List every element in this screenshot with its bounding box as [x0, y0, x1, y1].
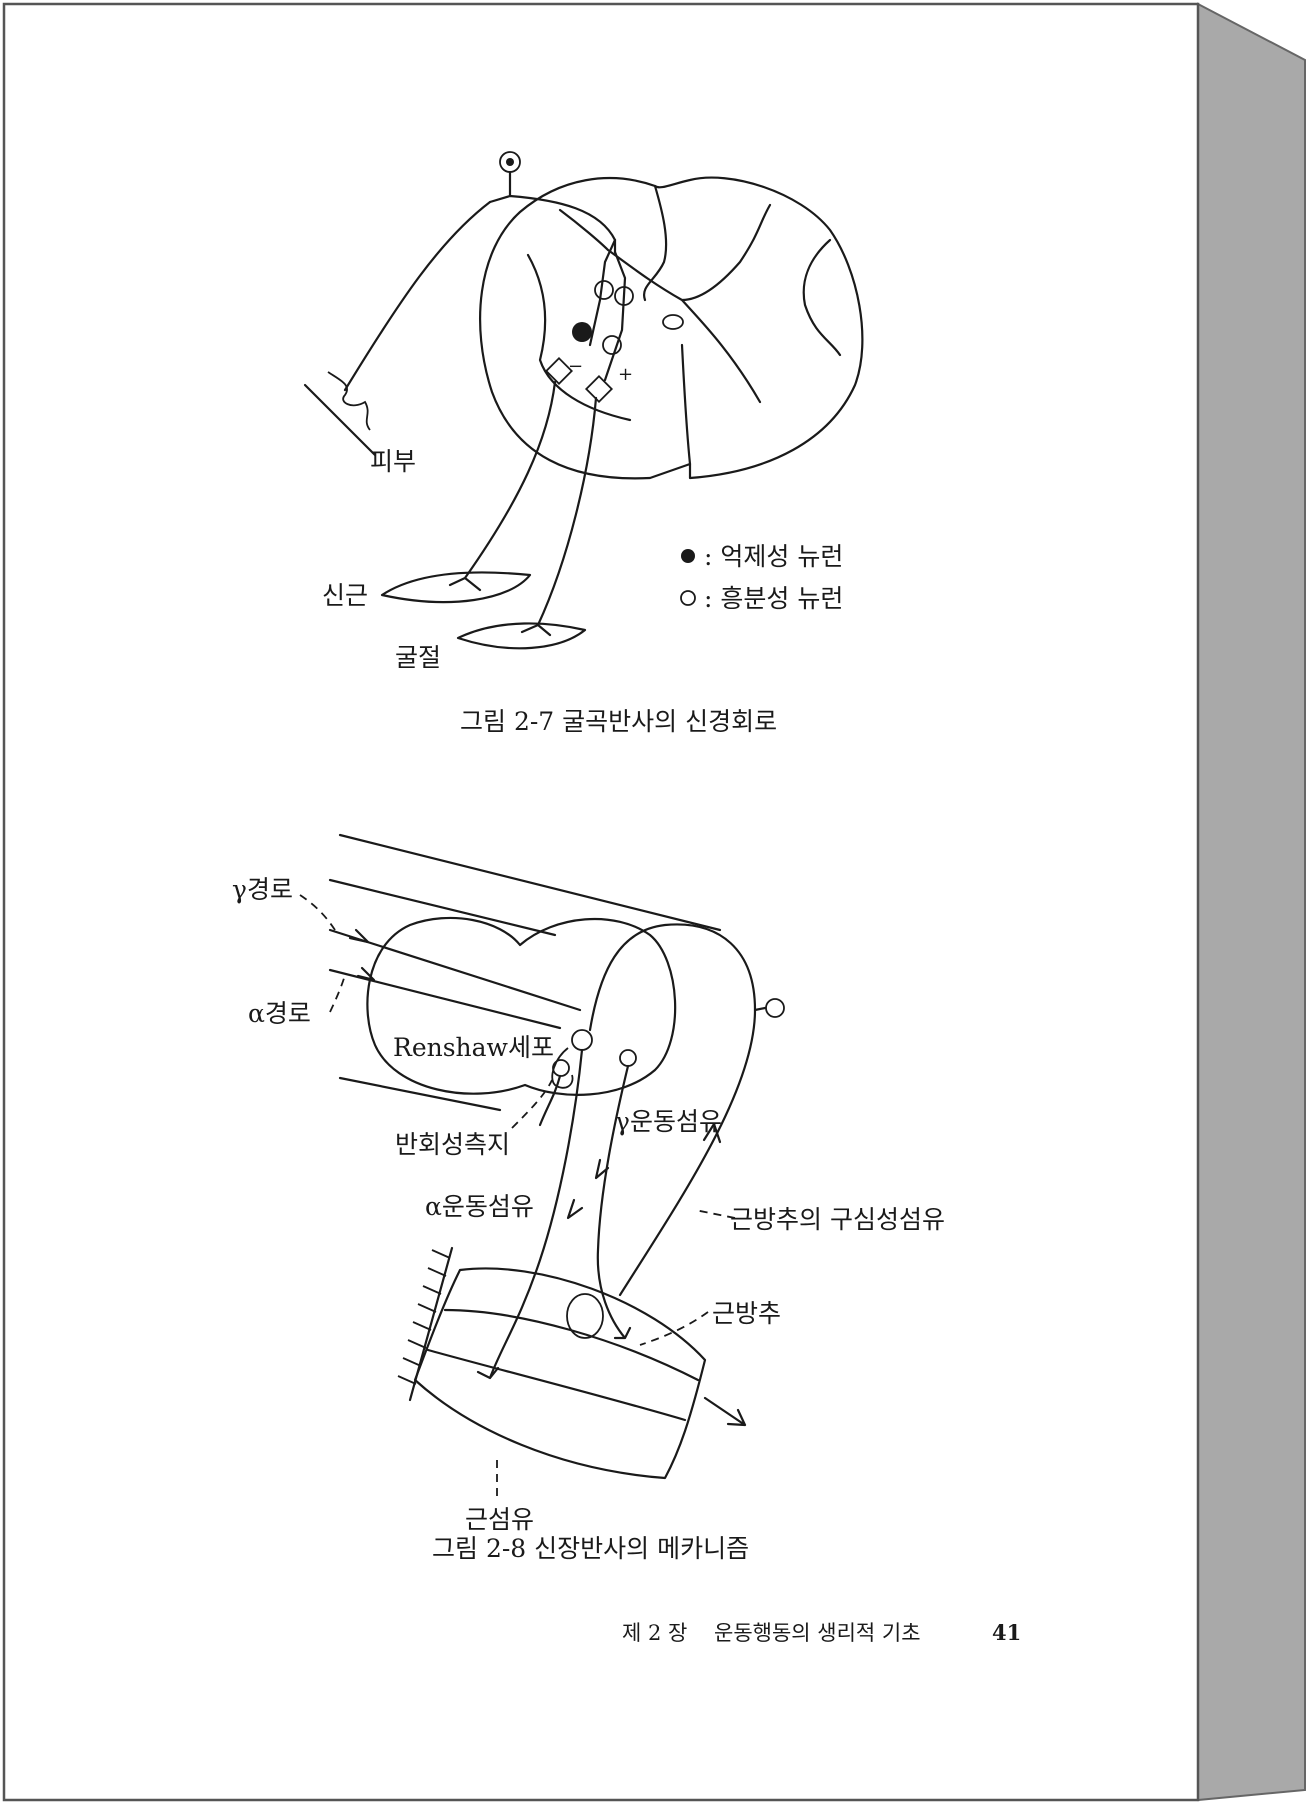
gamma-path-line [328, 928, 582, 1012]
receptor-dot [506, 158, 514, 166]
motor-neuron-extensor [544, 356, 574, 386]
label-gamma-path: γ경로 [232, 875, 293, 904]
recurrent-collateral-loop [551, 1047, 574, 1089]
gamma-motor-fiber [596, 1064, 632, 1340]
excitatory-neuron-2 [614, 286, 634, 306]
gamma-descend-arrow [594, 1158, 610, 1180]
alpha-arrow [356, 966, 376, 982]
alpha-motor-neuron [571, 1029, 593, 1051]
figure2-caption: 그림 2-8 신장반사의 메카니즘 [432, 1534, 749, 1563]
legend-inhibitory-symbol [681, 549, 695, 563]
sign-plus: + [618, 364, 633, 385]
efferent-flexor [520, 396, 598, 637]
afferent-fiber [488, 170, 617, 254]
interneuron-chain [588, 238, 627, 382]
label-recurrent: 반회성측지 [395, 1130, 510, 1159]
muscle-inner-line-1 [443, 1308, 700, 1382]
leader-spindle [639, 1311, 709, 1346]
label-flexor: 굴절 [395, 643, 441, 672]
label-alpha-fiber: α운동섬유 [425, 1192, 534, 1221]
leader-gamma-path [299, 894, 336, 931]
skin-afferent [343, 200, 492, 392]
spindle-afferent-loop [588, 923, 757, 1297]
efferent-extensor [448, 380, 557, 592]
label-alpha-path: α경로 [248, 999, 311, 1028]
label-renshaw: Renshaw세포 [393, 1033, 554, 1062]
leader-recurrent [511, 1079, 553, 1129]
muscle-spindle [566, 1293, 604, 1339]
legend-excitatory-text: : 흥분성 뉴런 [704, 584, 843, 613]
label-gamma-fiber: γ운동섬유 [615, 1107, 722, 1136]
label-skin: 피부 [370, 447, 416, 476]
leader-alpha-path [329, 974, 346, 1013]
skin-nerve-endings [327, 371, 371, 431]
figure-flexion-reflex: − + 피부 신근 굴절 : 억제성 뉴런 : 흥분성 뉴런 그림 2-7 굴곡… [303, 151, 864, 736]
posterior-fissure [642, 184, 668, 302]
dorsal-root-ganglion [765, 998, 785, 1018]
page-footer: 제 2 장 운동행동의 생리적 기초 41 [622, 1620, 1021, 1645]
extensor-muscle [380, 571, 532, 604]
inhibitory-neuron [572, 322, 592, 342]
stretch-arrow [703, 1396, 747, 1427]
skin-surface [303, 383, 377, 457]
muscle-body [413, 1267, 707, 1480]
central-canal [662, 314, 684, 330]
label-muscle-fiber: 근섬유 [465, 1505, 534, 1534]
alpha-descend-arrow [566, 1198, 584, 1220]
figure1-caption: 그림 2-7 굴곡반사의 신경회로 [460, 707, 777, 736]
wall-hatching [397, 1249, 451, 1385]
upper-line-2 [328, 878, 557, 937]
anterior-fissure [680, 343, 692, 466]
figure-stretch-reflex: γ경로 α경로 Renshaw세포 반회성측지 γ운동섬유 α운동섬유 근방추의… [232, 833, 945, 1563]
muscle-inner-line-2 [426, 1348, 687, 1422]
fixed-wall [408, 1246, 454, 1402]
leader-spindle-afferent [694, 1209, 736, 1219]
spinal-cord-outline [479, 176, 864, 480]
dorsal-root-ganglion-stem [753, 1006, 767, 1012]
page-number: 41 [992, 1620, 1021, 1645]
footer-title: 운동행동의 생리적 기초 [714, 1621, 921, 1645]
gamma-arrow [348, 928, 370, 944]
label-spindle-afferent: 근방추의 구심성섬유 [730, 1205, 945, 1234]
upper-line-1 [338, 833, 722, 932]
lower-line [338, 1076, 502, 1112]
label-extensor: 신근 [322, 581, 368, 610]
footer-chapter: 제 2 장 [622, 1621, 687, 1645]
renshaw-branch [538, 1074, 562, 1127]
legend-excitatory-symbol [680, 590, 696, 606]
flexor-muscle [456, 622, 587, 650]
excitatory-neuron-3 [602, 335, 622, 355]
sign-minus: − [568, 356, 583, 377]
spinal-cord-section [366, 916, 677, 1096]
motor-neuron-flexor [584, 374, 614, 404]
label-spindle: 근방추 [712, 1299, 781, 1328]
gamma-motor-neuron [619, 1049, 637, 1067]
afferent-ascend-arrow [702, 1122, 722, 1144]
grey-matter [526, 203, 842, 422]
excitatory-neuron-1 [594, 280, 614, 300]
legend-inhibitory-text: : 억제성 뉴런 [704, 542, 843, 571]
alpha-motor-fiber [476, 1048, 584, 1380]
